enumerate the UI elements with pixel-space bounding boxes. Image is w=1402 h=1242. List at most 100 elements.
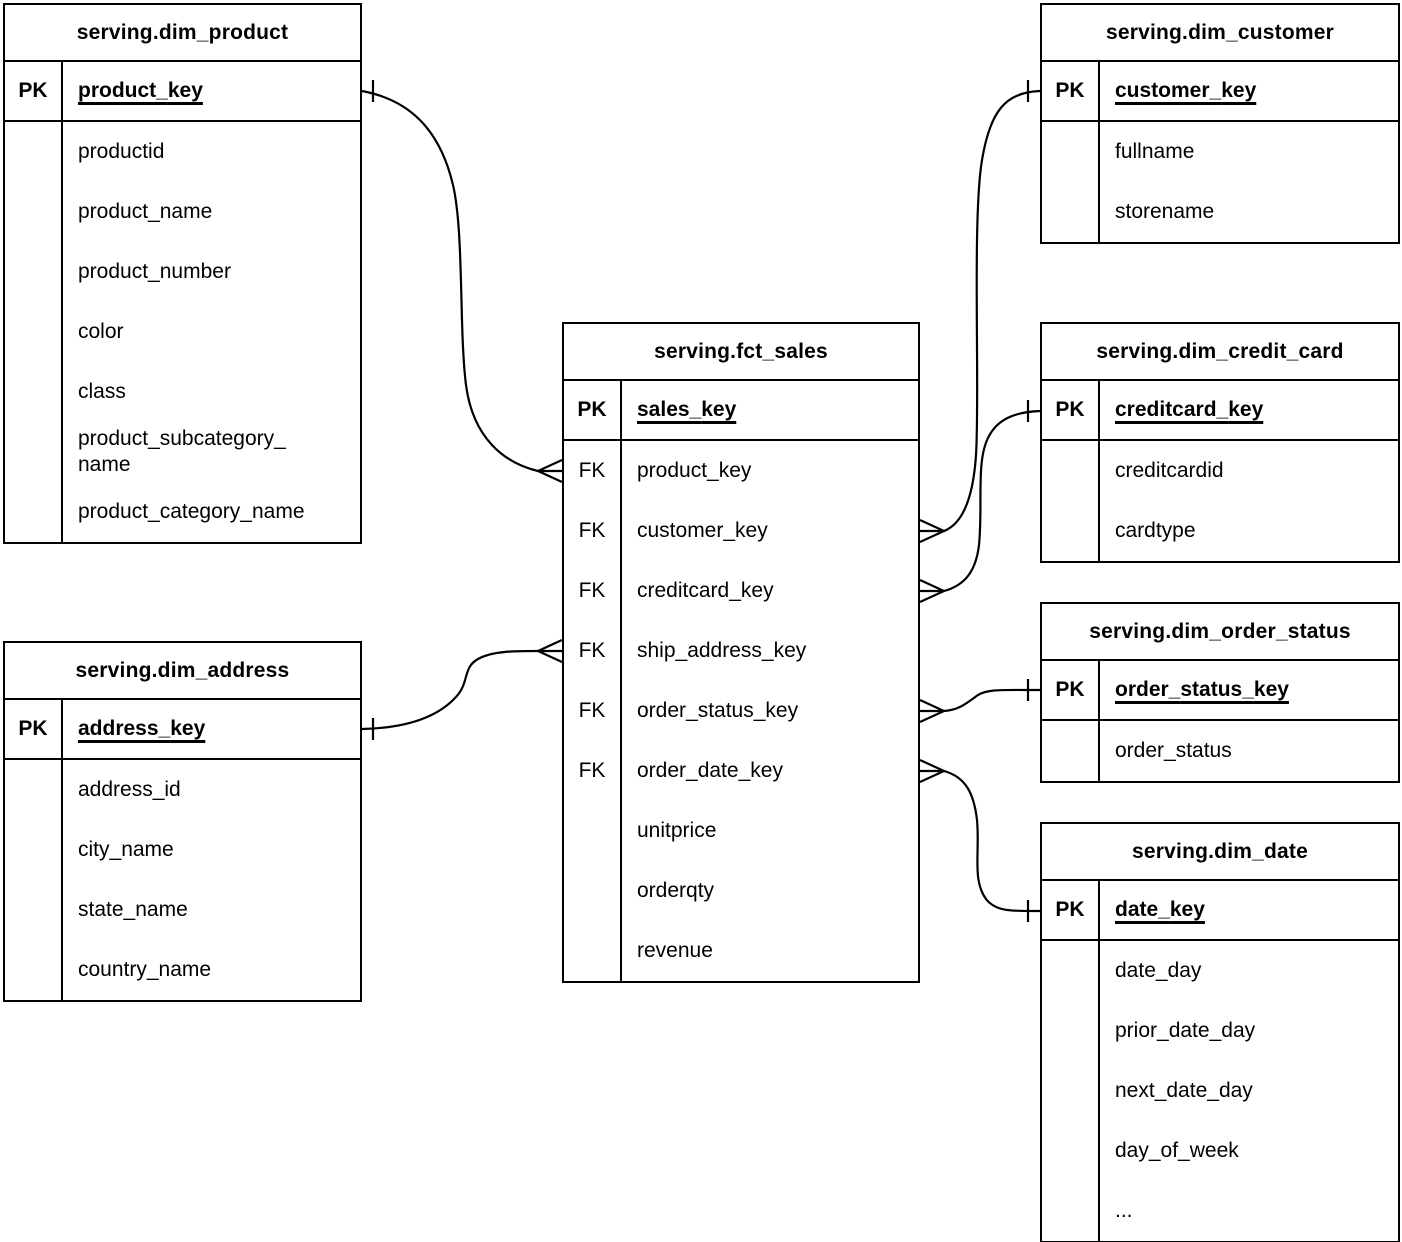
key-type-label (1042, 941, 1100, 1001)
entity-table-fct_sales: serving.fct_sales PK sales_key FK produc… (562, 322, 920, 983)
key-type-label (1042, 1181, 1100, 1241)
attribute-field: country_name (78, 958, 212, 981)
relationship-fct_sales-dim_order_status (919, 679, 1041, 723)
entity-table-dim_credit_card: serving.dim_credit_card PK creditcard_ke… (1040, 322, 1400, 563)
relationship-wire (943, 688, 1041, 713)
attribute-row: unitprice (564, 801, 918, 861)
attribute-field: ... (1115, 1199, 1133, 1222)
key-type-label (5, 182, 63, 242)
key-type-label: PK (5, 62, 63, 120)
attribute-field: class (78, 380, 126, 403)
table-title: serving.fct_sales (564, 324, 918, 381)
crowfoot-many-icon (919, 579, 947, 603)
attribute-row: FK ship_address_key (564, 621, 918, 681)
key-type-label (5, 820, 63, 880)
attribute-field: prior_date_day (1115, 1019, 1256, 1042)
primary-key-field: creditcard_key (1115, 398, 1264, 421)
crowfoot-many-icon (919, 699, 947, 723)
key-type-label: PK (5, 700, 63, 758)
primary-key-row: PK date_key (1042, 881, 1398, 941)
key-type-label (5, 880, 63, 940)
attribute-field: customer_key (637, 519, 768, 542)
attribute-rows: creditcardid cardtype (1042, 441, 1398, 561)
attribute-field: address_id (78, 778, 181, 801)
attribute-row: FK customer_key (564, 501, 918, 561)
attribute-row: date_day (1042, 941, 1398, 1001)
crowfoot-many-icon (919, 519, 947, 543)
primary-key-field: product_key (78, 79, 203, 102)
attribute-field: creditcardid (1115, 459, 1224, 482)
crowfoot-many-icon (919, 759, 947, 783)
key-type-label (564, 801, 622, 861)
attribute-field: orderqty (637, 879, 715, 902)
primary-key-row: PK address_key (5, 700, 360, 760)
key-type-label: FK (564, 561, 622, 621)
primary-key-field: date_key (1115, 898, 1205, 921)
attribute-row: FK order_date_key (564, 741, 918, 801)
attribute-field: product_subcategory_name (78, 427, 286, 476)
table-title: serving.dim_address (5, 643, 360, 700)
attribute-field: color (78, 320, 124, 343)
relationship-fct_sales-dim_date (919, 759, 1041, 922)
attribute-field: product_category_name (78, 500, 305, 523)
attribute-row: FK order_status_key (564, 681, 918, 741)
key-type-label: PK (1042, 881, 1100, 939)
relationship-wire (943, 409, 1041, 593)
relationship-fct_sales-dim_credit_card (919, 400, 1041, 603)
attribute-row: product_name (5, 182, 360, 242)
key-type-label (1042, 1001, 1100, 1061)
table-title: serving.dim_order_status (1042, 604, 1398, 661)
attribute-row: creditcardid (1042, 441, 1398, 501)
attribute-field: order_status (1115, 739, 1232, 762)
attribute-row: product_category_name (5, 482, 360, 542)
attribute-row: class (5, 362, 360, 422)
attribute-field: product_key (637, 459, 752, 482)
key-type-label (5, 242, 63, 302)
attribute-field: order_status_key (637, 699, 799, 722)
key-type-label (564, 861, 622, 921)
attribute-row: city_name (5, 820, 360, 880)
key-type-label: PK (1042, 62, 1100, 120)
attribute-field: product_name (78, 200, 213, 223)
key-type-label: PK (1042, 661, 1100, 719)
relationship-wire (361, 649, 539, 731)
attribute-row: color (5, 302, 360, 362)
attribute-row: product_number (5, 242, 360, 302)
attribute-field: cardtype (1115, 519, 1196, 542)
key-type-label: FK (564, 441, 622, 501)
attribute-row: FK creditcard_key (564, 561, 918, 621)
attribute-field: unitprice (637, 819, 717, 842)
attribute-rows: productid product_name product_number co… (5, 122, 360, 542)
key-type-label (564, 921, 622, 981)
key-type-label: FK (564, 621, 622, 681)
attribute-field: revenue (637, 939, 713, 962)
attribute-row: country_name (5, 940, 360, 1000)
attribute-row: day_of_week (1042, 1121, 1398, 1181)
attribute-field: day_of_week (1115, 1139, 1239, 1162)
key-type-label: PK (564, 381, 622, 439)
key-type-label: FK (564, 741, 622, 801)
key-type-label: PK (1042, 381, 1100, 439)
primary-key-row: PK customer_key (1042, 62, 1398, 122)
crowfoot-many-icon (535, 639, 563, 663)
attribute-field: creditcard_key (637, 579, 774, 602)
key-type-label (5, 422, 63, 482)
attribute-rows: address_id city_name state_name country_… (5, 760, 360, 1000)
relationship-wire (943, 89, 1041, 533)
key-type-label (1042, 501, 1100, 561)
attribute-field: order_date_key (637, 759, 783, 782)
entity-table-dim_customer: serving.dim_customer PK customer_key ful… (1040, 3, 1400, 244)
relationship-wire (361, 89, 539, 473)
entity-table-dim_address: serving.dim_address PK address_key addre… (3, 641, 362, 1002)
table-title: serving.dim_date (1042, 824, 1398, 881)
entity-table-dim_order_status: serving.dim_order_status PK order_status… (1040, 602, 1400, 783)
table-title: serving.dim_product (5, 5, 360, 62)
primary-key-row: PK creditcard_key (1042, 381, 1398, 441)
key-type-label (1042, 122, 1100, 182)
attribute-field: product_number (78, 260, 231, 283)
attribute-field: ship_address_key (637, 639, 807, 662)
primary-key-row: PK sales_key (564, 381, 918, 441)
attribute-field: fullname (1115, 140, 1195, 163)
attribute-rows: order_status (1042, 721, 1398, 781)
